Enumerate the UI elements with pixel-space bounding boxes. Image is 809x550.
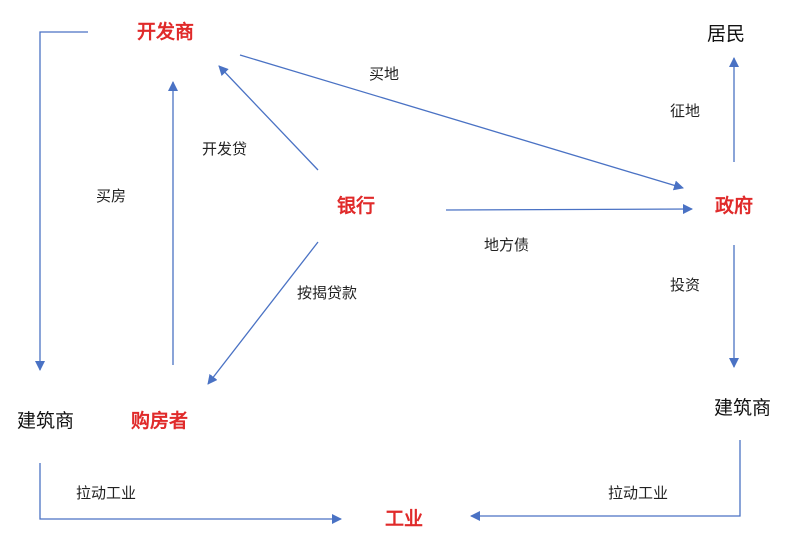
- label-mortgage: 按揭贷款: [297, 284, 358, 302]
- node-industry: 工业: [385, 508, 424, 530]
- arrow-builder-right-to-industry: [470, 440, 741, 521]
- label-drive-industry-right: 拉动工业: [608, 484, 669, 502]
- label-developer-loan: 开发贷: [202, 140, 248, 158]
- node-bank: 银行: [337, 195, 376, 217]
- label-local-bonds: 地方债: [484, 236, 530, 254]
- arrow-builder-left-to-industry: [39, 463, 342, 524]
- label-buy-house: 买房: [96, 187, 127, 205]
- arrow-bank-to-developer: [218, 65, 319, 171]
- node-developer: 开发商: [137, 21, 195, 43]
- label-drive-industry-left: 拉动工业: [76, 484, 137, 502]
- arrow-developer-to-builder: [35, 31, 88, 371]
- node-government: 政府: [715, 195, 754, 217]
- label-investment: 投资: [670, 276, 701, 294]
- arrow-developer-to-government: [239, 54, 684, 191]
- arrow-bank-to-buyer: [207, 241, 319, 385]
- node-builder-right: 建筑商: [714, 397, 772, 419]
- arrow-bank-to-government: [445, 204, 693, 215]
- label-buy-land: 买地: [369, 65, 400, 83]
- node-builder-left: 建筑商: [17, 410, 75, 432]
- node-residents: 居民: [707, 23, 746, 45]
- label-land-acquisition: 征地: [670, 102, 701, 120]
- node-buyer: 购房者: [131, 410, 189, 432]
